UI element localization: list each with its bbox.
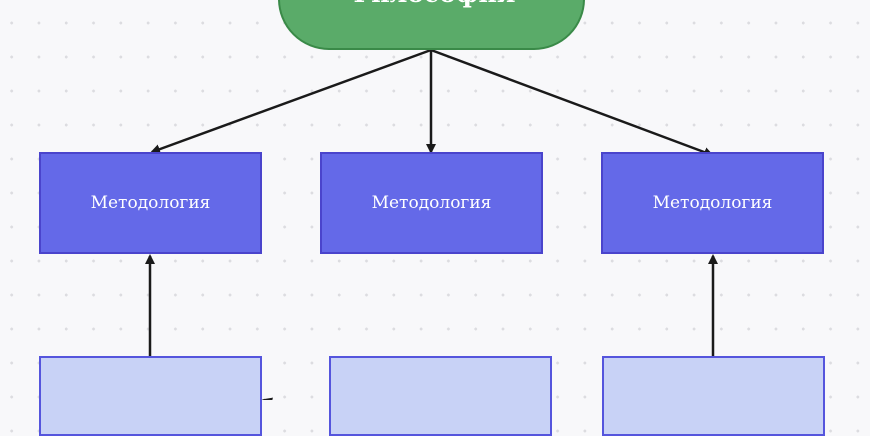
method-label: Методология xyxy=(90,193,211,213)
method-label: Методология xyxy=(371,193,492,213)
root-node[interactable]: Философия xyxy=(278,0,585,50)
edges xyxy=(145,48,718,400)
leaf-node-3[interactable] xyxy=(602,356,825,436)
leaf-node-2[interactable] xyxy=(329,356,552,436)
method-label: Методология xyxy=(652,193,773,213)
edge-root-method-1 xyxy=(150,48,432,154)
leaf-node-1[interactable] xyxy=(39,356,262,436)
method-node-3[interactable]: Методология xyxy=(601,152,824,254)
root-label: Философия xyxy=(347,0,515,8)
method-node-2[interactable]: Методология xyxy=(320,152,543,254)
edge-root-method-3 xyxy=(430,48,714,157)
method-node-1[interactable]: Методология xyxy=(39,152,262,254)
